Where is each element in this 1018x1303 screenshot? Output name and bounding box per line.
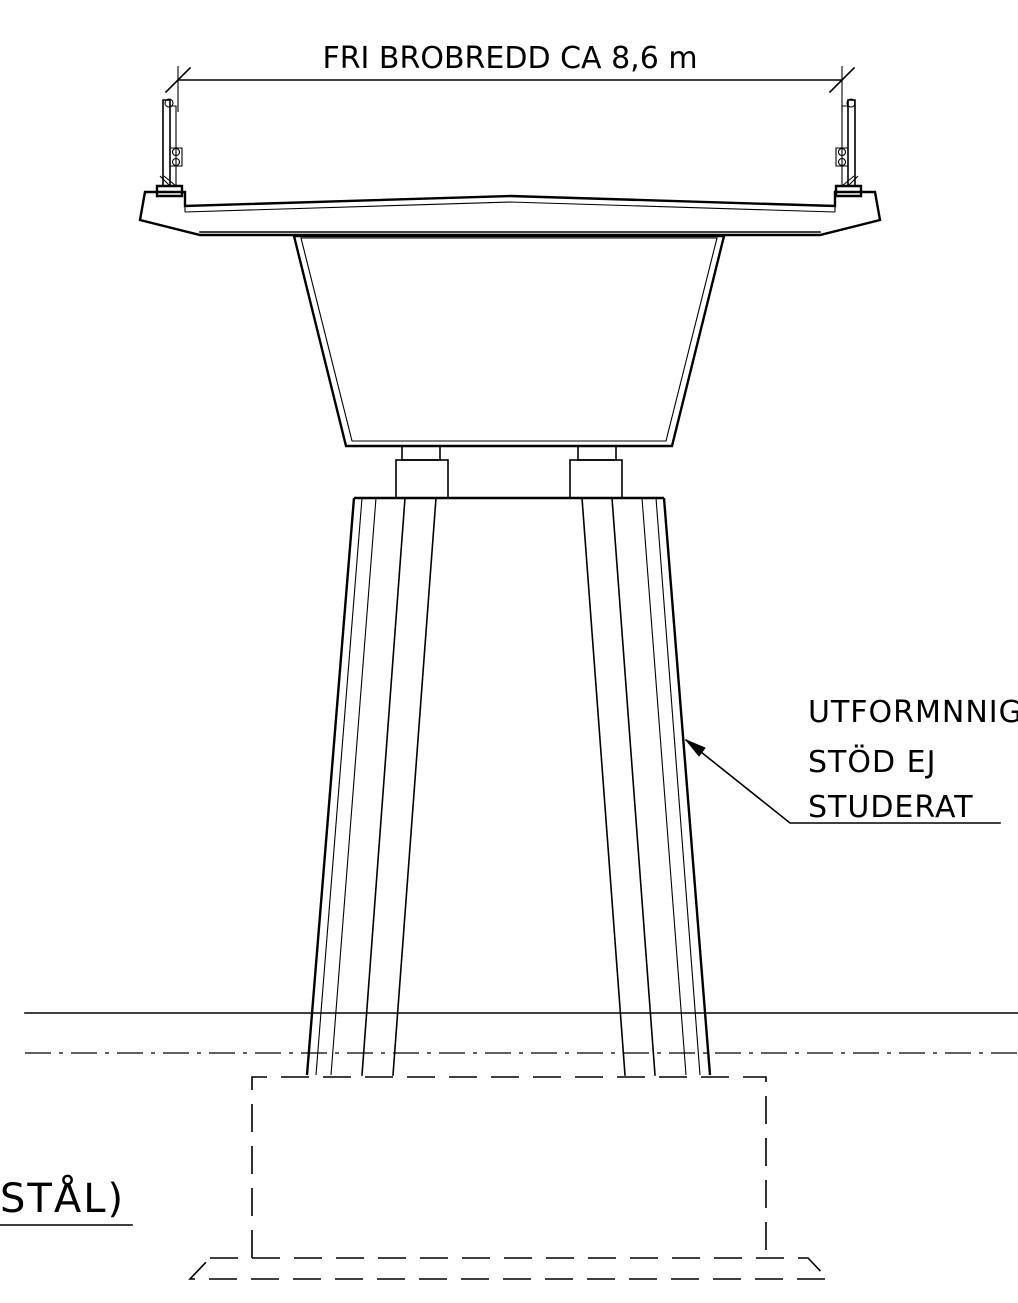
note-line-2: STÖD EJ	[808, 744, 936, 780]
dimension-tick-right	[828, 66, 856, 94]
design-note: UTFORMNNIG STÖD EJ STUDERAT	[684, 695, 1018, 825]
note-line-3: STUDERAT	[808, 790, 974, 825]
cutoff-label-text: STÅL)	[0, 1174, 125, 1222]
note-leader-arrow	[685, 739, 706, 757]
pier-right-outer	[662, 497, 712, 1076]
railing-left	[155, 98, 184, 198]
dimension-tick-left	[164, 66, 192, 94]
railing-right	[834, 98, 863, 198]
width-dimension: FRI BROBREDD CA 8,6 m	[164, 41, 856, 112]
pier	[305, 496, 712, 1076]
deck-slab	[138, 190, 882, 237]
dimension-label: FRI BROBREDD CA 8,6 m	[322, 41, 697, 76]
bearing-left	[395, 445, 449, 499]
note-leader-line	[684, 738, 1001, 824]
pier-left-outer	[305, 497, 356, 1076]
note-line-1: UTFORMNNIG	[808, 695, 1018, 730]
box-girder	[292, 234, 726, 448]
foundation-outline	[188, 1076, 830, 1280]
cutoff-label: STÅL)	[0, 1174, 133, 1226]
bearing-right	[569, 445, 623, 499]
